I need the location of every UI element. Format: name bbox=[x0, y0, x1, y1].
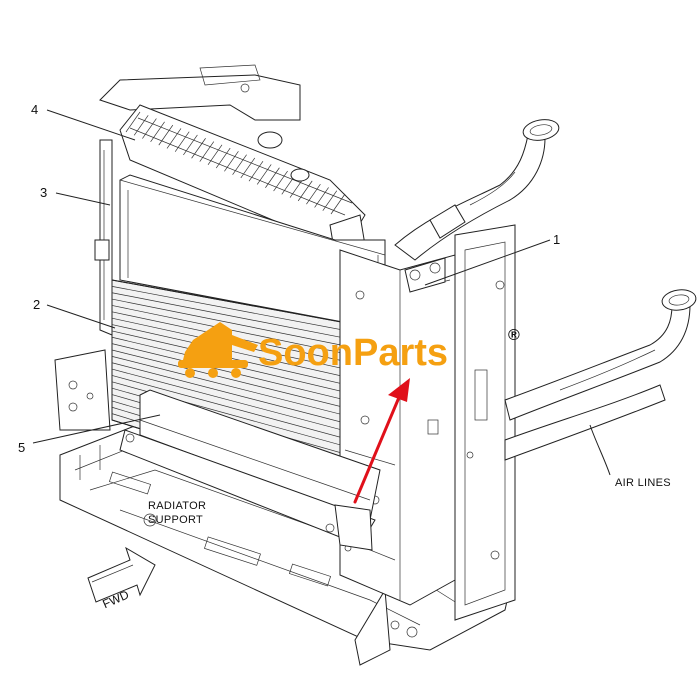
soonparts-watermark: SoonParts ® bbox=[178, 322, 520, 378]
registered-mark: ® bbox=[508, 327, 520, 344]
radiator-support-label-line1: RADIATOR bbox=[148, 500, 206, 512]
excavator-logo-icon bbox=[178, 322, 258, 378]
callout-4: 4 bbox=[31, 102, 38, 117]
leader-lines bbox=[32, 109, 611, 476]
air-lines-label: AIR LINES bbox=[615, 477, 671, 489]
radiator-support-label-line2: SUPPORT bbox=[148, 514, 203, 526]
radiator-lower-tank bbox=[119, 389, 381, 552]
callout-2: 2 bbox=[33, 297, 40, 312]
brand-name: SoonParts bbox=[258, 332, 448, 374]
rear-frame bbox=[54, 64, 516, 621]
red-pointer-arrow-icon bbox=[353, 378, 410, 504]
callout-3: 3 bbox=[40, 185, 47, 200]
front-charge-air-cooler bbox=[119, 174, 386, 331]
callout-5: 5 bbox=[18, 440, 25, 455]
radiator-side-tank bbox=[339, 249, 456, 606]
callout-1: 1 bbox=[553, 232, 560, 247]
fwd-arrow-icon: FWD bbox=[87, 546, 156, 611]
air-lines bbox=[394, 119, 697, 461]
